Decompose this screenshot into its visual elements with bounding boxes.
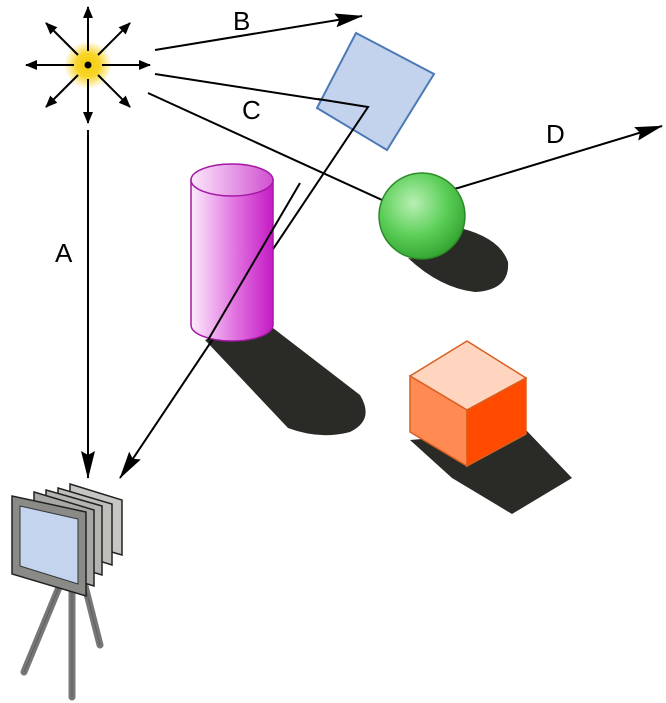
label-b: B [233, 6, 250, 36]
sphere [378, 172, 466, 260]
ray-c-front [207, 182, 301, 341]
light-source-icon [25, 6, 151, 124]
cube-side [466, 376, 527, 468]
camera-screen [19, 505, 79, 585]
cylinder [190, 163, 274, 342]
label-a: A [55, 238, 73, 268]
cylinder-shadow [205, 318, 366, 436]
ray-c-on-mirror [317, 98, 370, 132]
mirror-square [315, 31, 436, 152]
label-d: D [546, 119, 565, 149]
camera-icon [11, 482, 123, 701]
cylinder-top [190, 163, 274, 197]
ray-b [154, 13, 363, 51]
cylinder-body [190, 179, 274, 342]
label-c: C [242, 95, 261, 125]
sphere-shadow [408, 228, 509, 292]
shadows [205, 228, 572, 514]
cube [408, 340, 528, 468]
ray-labels: A B C D [55, 6, 565, 268]
